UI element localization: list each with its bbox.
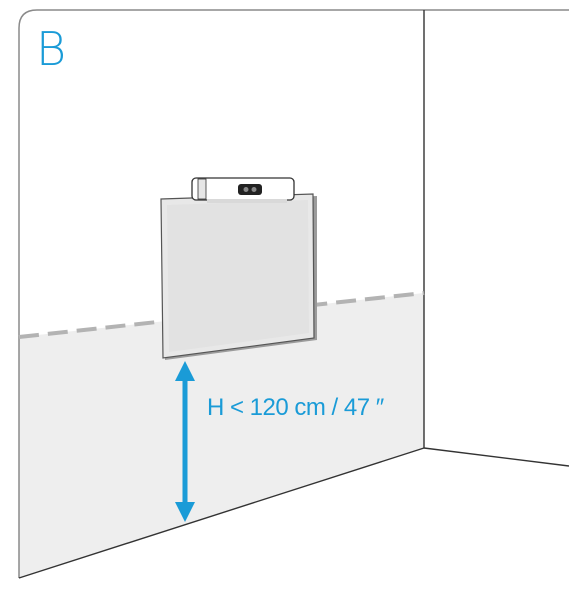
height-arrow-icon — [175, 361, 195, 522]
floor-edge-left — [18, 447, 425, 579]
floor-edge-right — [423, 447, 569, 467]
camera-bar-icon — [191, 177, 295, 203]
lower-zone-shading — [19, 293, 424, 578]
panel-label: B — [36, 22, 67, 76]
display-screen-icon — [160, 193, 317, 360]
height-limit-label: H < 120 cm / 47 ″ — [207, 394, 384, 421]
left-wall — [18, 9, 569, 578]
